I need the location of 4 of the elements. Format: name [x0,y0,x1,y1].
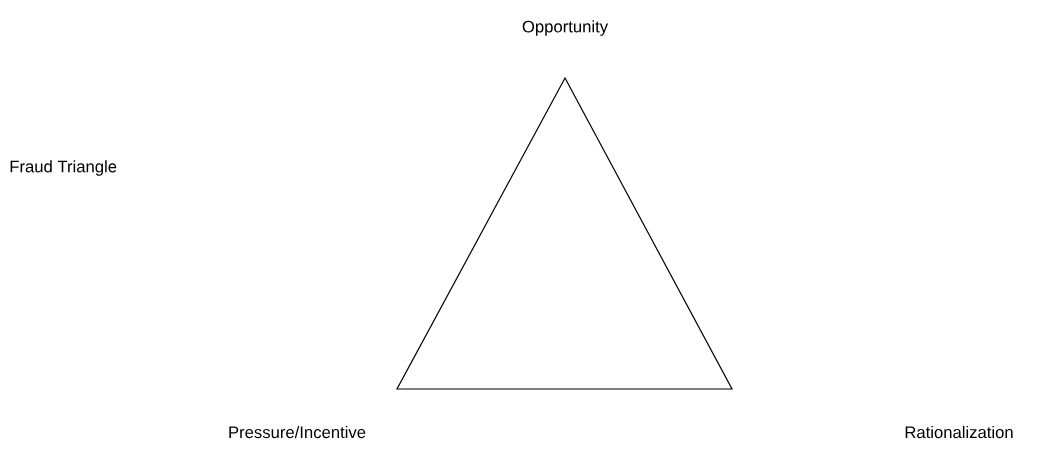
title: Fraud Triangle [10,160,117,176]
corner-label: Pressure/Incentive [229,425,366,439]
corner-label: Opportunity [522,20,609,36]
corner-label: Rationalization [905,425,1013,439]
